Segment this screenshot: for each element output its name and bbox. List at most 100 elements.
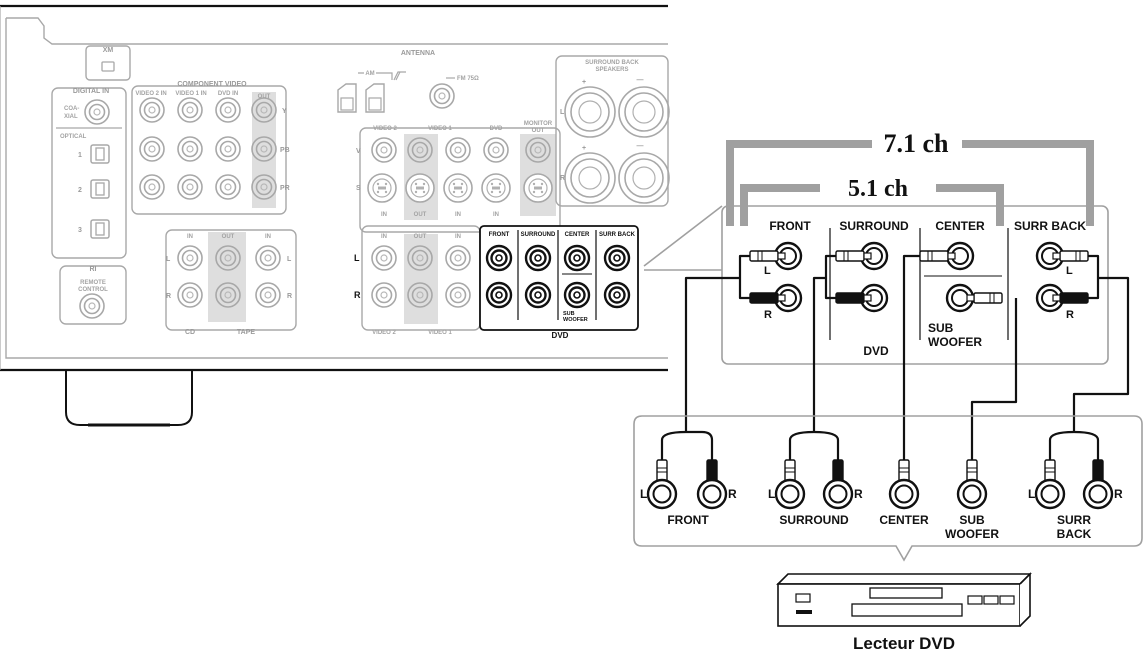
spk-minus-r-label: —: [637, 143, 644, 150]
player-surr-back-r-label: R: [1114, 487, 1123, 501]
component-video-label: COMPONENT VIDEO: [177, 81, 247, 88]
optical-jack-1: [90, 144, 110, 164]
player-center-label: CENTER: [879, 513, 929, 527]
monitor-out-label: OUT: [532, 128, 545, 134]
cv-video1-in-label: VIDEO 1 IN: [175, 91, 206, 97]
cables: [660, 254, 1130, 476]
zoom-center-label: CENTER: [935, 219, 985, 233]
spk-l-label: L: [560, 109, 565, 116]
tape-label: TAPE: [237, 329, 255, 336]
xm-label: XM: [103, 47, 114, 54]
dvd-center-label: CENTER: [565, 232, 590, 238]
optical-2-label: 2: [78, 187, 82, 194]
spk-plus-r-label: +: [582, 145, 586, 152]
video2-in-label: IN: [381, 212, 387, 218]
dvd-in-label: IN: [493, 212, 499, 218]
zoom-surround-label: SURROUND: [839, 219, 909, 233]
zoom-surr-back-label: SURR BACK: [1014, 219, 1086, 233]
surr-back-speakers-label: SURROUND BACK: [585, 60, 639, 66]
zoom-callout-lines: [643, 205, 723, 271]
player-output-box: [633, 415, 1143, 562]
spk-plus-l-label: +: [582, 79, 586, 86]
audio-video2-in-label: IN: [381, 234, 387, 240]
am-antenna-terminals: [337, 83, 385, 113]
cd-r-label: R: [166, 293, 171, 300]
coaxial-label: COA-: [64, 106, 79, 112]
player-surr-back-l-label: L: [1028, 487, 1035, 501]
video-dvd-label: DVD: [490, 126, 503, 132]
surr-back-speakers-label-2: SPEAKERS: [595, 67, 628, 73]
audio-r-label: R: [354, 290, 361, 300]
coaxial-jack: [84, 99, 110, 125]
label-7-1-ch: 7.1 ch: [884, 129, 950, 158]
zoom-sub-label: SUB: [928, 321, 954, 335]
am-label: AM: [365, 71, 374, 77]
optical-label: OPTICAL: [60, 134, 87, 140]
speaker-terminals: [564, 86, 670, 204]
monitor-label: MONITOR: [524, 121, 553, 127]
remote-label: REMOTE: [80, 280, 106, 286]
audio-video2-label: VIDEO 2: [372, 330, 396, 336]
dvd-input-block: [479, 225, 639, 331]
xm-port: [101, 61, 115, 72]
zoom-front-l-label: L: [764, 265, 771, 277]
optical-3-label: 3: [78, 227, 82, 234]
coaxial-label-2: XIAL: [64, 114, 78, 120]
zoom-front-r-label: R: [764, 309, 772, 321]
player-sub-label: SUB: [959, 513, 985, 527]
audio-l-label: L: [354, 253, 360, 263]
player-surround-r-label: R: [854, 487, 863, 501]
player-front-label: FRONT: [667, 513, 709, 527]
dvd-input-zoom: 7.1 ch 5.1 ch FRONT SURROUND CENTER SURR…: [660, 129, 1130, 476]
zoom-front-label: FRONT: [769, 219, 811, 233]
tape-l-label: L: [287, 256, 292, 263]
player-front-r-label: R: [728, 487, 737, 501]
spk-minus-l-label: —: [637, 77, 644, 84]
zoom-dvd-label: DVD: [863, 344, 889, 358]
dvd-player-caption: Lecteur DVD: [853, 634, 955, 653]
bracket-7-1-ch: [726, 140, 1094, 226]
digital-in-label: DIGITAL IN: [73, 88, 109, 95]
dvd-player-outputs: L R L R L R FRONT SURROUND CENTER SUB WO…: [633, 415, 1143, 653]
cv-video2-in-label: VIDEO 2 IN: [135, 91, 166, 97]
cd-l-label: L: [166, 256, 171, 263]
audio-video1-out-label: OUT: [414, 234, 427, 240]
player-woofer-label: WOOFER: [945, 527, 999, 541]
video2-label: VIDEO 2: [373, 126, 397, 132]
cd-in-label: IN: [187, 234, 193, 240]
label-5-1-ch: 5.1 ch: [848, 176, 908, 202]
spk-r-label: R: [560, 175, 565, 182]
cd-label: CD: [185, 329, 195, 336]
dvd-front-label: FRONT: [489, 232, 510, 238]
zoom-surr-back-r-label: R: [1066, 309, 1074, 321]
dvd-sub-label: SUB: [563, 311, 575, 317]
player-front-l-label: L: [640, 487, 647, 501]
fm-label: FM 75Ω: [457, 76, 479, 82]
antenna-label: ANTENNA: [401, 50, 435, 57]
tape-out-label: OUT: [222, 234, 235, 240]
player-jacks: [646, 478, 1114, 510]
ri-label: RI: [90, 266, 97, 273]
v-label: V: [356, 148, 361, 155]
receiver-rear-panel: XM DIGITAL IN COA- XIAL OPTICAL 1 2 3 CO…: [0, 4, 670, 427]
tape-r-label: R: [287, 293, 292, 300]
receiver-foot: [65, 370, 193, 426]
dvd-player-device: [776, 572, 1032, 627]
cv-dvd-in-label: DVD IN: [218, 91, 238, 97]
dvd-woofer-label: WOOFER: [563, 317, 588, 323]
video1-out-label: OUT: [414, 212, 427, 218]
zoom-panel-box: [721, 205, 1109, 365]
optical-jack-2: [90, 179, 110, 199]
player-surr-label: SURR: [1057, 513, 1091, 527]
audio-video1-label: VIDEO 1: [428, 330, 452, 336]
cv-out-label: OUT: [258, 94, 271, 100]
dvd-surr-back-label: SURR BACK: [599, 232, 636, 238]
dvd-block-label: DVD: [552, 331, 569, 340]
zoom-surr-back-l-label: L: [1066, 265, 1073, 277]
cv-pr-label: PR: [280, 185, 290, 192]
tape-in-label: IN: [265, 234, 271, 240]
cv-y-label: Y: [282, 108, 287, 115]
player-surround-l-label: L: [768, 487, 775, 501]
cv-pb-label: PB: [280, 147, 290, 154]
